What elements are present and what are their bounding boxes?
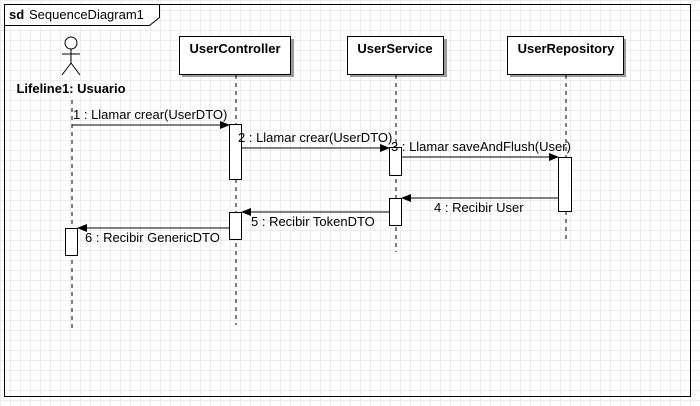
message-label: 3 : Llamar saveAndFlush(User) — [391, 139, 571, 154]
lifeline-label: UserService — [357, 41, 432, 56]
message-label: 6 : Recibir GenericDTO — [85, 230, 220, 245]
activation-bar-userservice-request — [389, 147, 402, 176]
diagram-frame — [4, 4, 691, 397]
activation-bar-usercontroller-return — [229, 212, 242, 240]
message-label: 1 : Llamar crear(UserDTO) — [73, 107, 227, 122]
lifeline-label: UserController — [189, 41, 280, 56]
lifeline-userrepository[interactable]: UserRepository — [507, 36, 627, 78]
message-1[interactable]: 1 : Llamar crear(UserDTO) — [72, 107, 230, 129]
lifeline-head-box — [507, 36, 624, 75]
message-label: 4 : Recibir User — [434, 200, 524, 215]
activation-bar-usercontroller-request — [229, 124, 242, 180]
message-6[interactable]: 6 : Recibir GenericDTO — [77, 224, 229, 245]
lifeline-label: UserRepository — [518, 41, 616, 56]
message-2[interactable]: 2 : Llamar crear(UserDTO) — [238, 130, 392, 152]
activation-bar-actor — [65, 228, 78, 256]
message-label: 5 : Recibir TokenDTO — [251, 214, 375, 229]
frame-name: SequenceDiagram1 — [29, 7, 144, 22]
lifeline-head-box — [347, 36, 444, 75]
message-3[interactable]: 3 : Llamar saveAndFlush(User) — [391, 139, 571, 161]
lifeline-head-box — [179, 36, 291, 75]
frame-tag-shape — [4, 4, 160, 26]
activation-bar-userrepository — [558, 157, 572, 212]
lifeline-usercontroller[interactable]: UserController — [179, 36, 295, 78]
activation-bar-userservice-return — [389, 198, 402, 226]
actor-label: Lifeline1: Usuario — [16, 81, 125, 96]
actor-usuario[interactable]: Lifeline1: Usuario — [16, 36, 126, 96]
message-4[interactable]: 4 : Recibir User — [401, 194, 558, 215]
message-label: 2 : Llamar crear(UserDTO) — [238, 130, 392, 145]
actor-stick-figure-icon — [61, 36, 81, 76]
frame-keyword: sd — [9, 7, 24, 22]
lifeline-userservice[interactable]: UserService — [347, 36, 448, 78]
message-5[interactable]: 5 : Recibir TokenDTO — [241, 208, 389, 229]
